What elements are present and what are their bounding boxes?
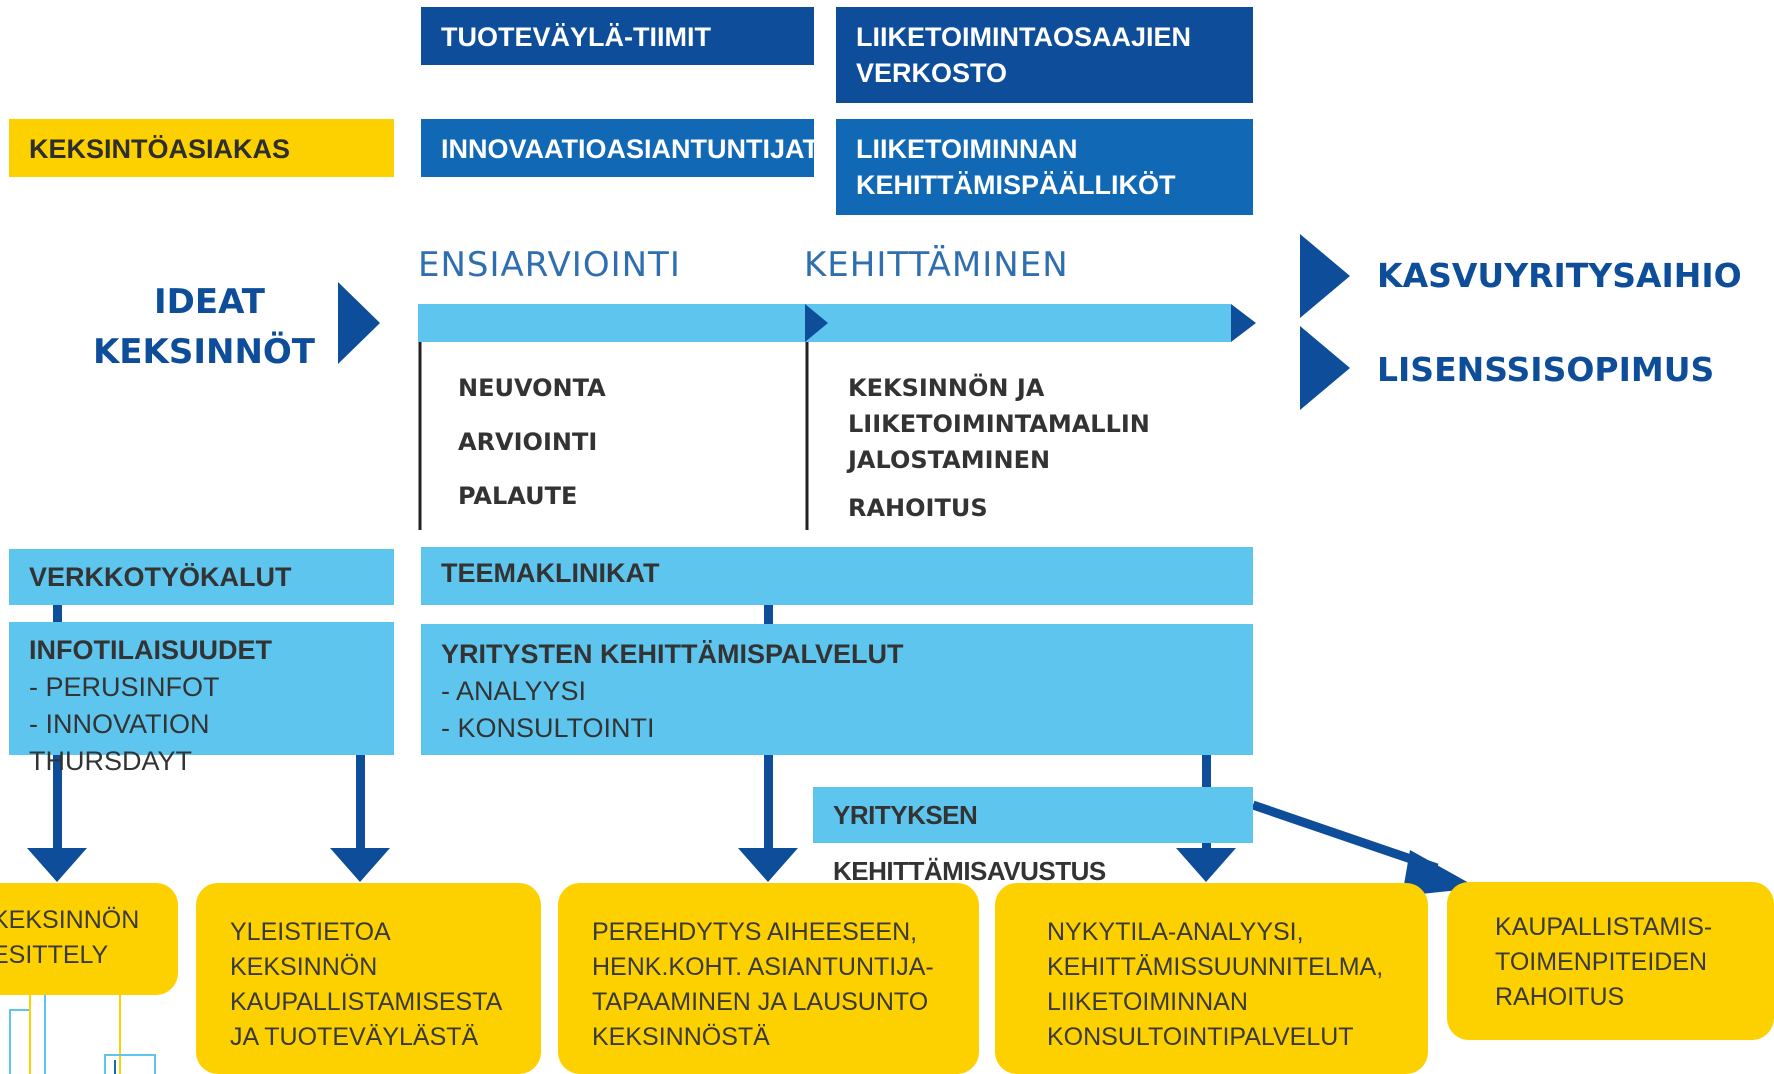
ideas-label: IDEAT KEKSINNÖT — [80, 277, 315, 377]
outcome-kasvuyritysaihio: KASVUYRITYSAIHIO — [1377, 256, 1742, 295]
task-line-1: KEKSINNÖN JA — [848, 374, 1045, 402]
kehittamispaallikot-box: LIIKETOIMINNAN KEHITTÄMISPÄÄLLIKÖT — [836, 119, 1253, 215]
bubble-esittely-line-1: KEKSINNÖN — [0, 906, 140, 934]
decorative-lines — [9, 960, 156, 1074]
liiketoimintaosaajien-line-1: LIIKETOIMINTAOSAAJIEN — [856, 22, 1192, 52]
bubble-kaupallistamis-line-3: RAHOITUS — [1495, 983, 1625, 1011]
outcome-arrow-2 — [1300, 326, 1350, 410]
bubble-perehdytys-line-2: HENK.KOHT. ASIANTUNTIJA- — [592, 953, 934, 981]
task-palaute: PALAUTE — [458, 482, 578, 510]
verkkotyokalut-box: VERKKOTYÖKALUT — [9, 549, 394, 605]
process-bar — [418, 304, 1256, 530]
ideas-line-1: IDEAT — [154, 282, 265, 322]
infotilaisuudet-box: INFOTILAISUUDET - PERUSINFOT - INNOVATIO… — [9, 622, 394, 776]
phase-kehittaminen: KEHITTÄMINEN — [804, 245, 1069, 285]
bubble-perehdytys-line-4: KEKSINNÖSTÄ — [592, 1023, 770, 1051]
bubble-yleistietoa-line-1: YLEISTIETOA — [230, 918, 391, 946]
kehittamisavustus-box: YRITYKSEN KEHITTÄMISAVUSTUS — [813, 787, 1253, 886]
bubble-kaupallistamis-line-2: TOIMENPITEIDEN — [1495, 948, 1708, 976]
bubble-yleistietoa-line-2: KEKSINNÖN — [230, 953, 378, 981]
tuotevayla-tiimit-box: TUOTEVÄYLÄ-TIIMIT — [421, 7, 814, 65]
task-line-3: JALOSTAMINEN — [848, 446, 1051, 474]
kehittamispalvelut-item-1: - ANALYYSI — [441, 676, 587, 706]
bubble-nykytila: NYKYTILA-ANALYYSI, KEHITTÄMISSUUNNITELMA… — [995, 883, 1428, 1074]
teemaklinikat-label: TEEMAKLINIKAT — [441, 558, 660, 588]
kehittamispalvelut-item-2: - KONSULTOINTI — [441, 713, 655, 743]
outcome-lisenssisopimus: LISENSSISOPIMUS — [1377, 350, 1715, 389]
bubble-perehdytys: PEREHDYTYS AIHEESEEN, HENK.KOHT. ASIANTU… — [558, 883, 979, 1074]
kehittamispalvelut-box: YRITYSTEN KEHITTÄMISPALVELUT - ANALYYSI … — [421, 624, 1253, 755]
bubble-kaupallistamis: KAUPALLISTAMIS- TOIMENPITEIDEN RAHOITUS — [1447, 882, 1774, 1040]
bubble-yleistietoa-line-4: JA TUOTEVÄYLÄSTÄ — [230, 1023, 479, 1051]
bubble-nykytila-line-3: LIIKETOIMINNAN — [1047, 988, 1248, 1016]
bubble-kaupallistamis-line-1: KAUPALLISTAMIS- — [1495, 913, 1713, 941]
bubble-nykytila-line-4: KONSULTOINTIPALVELUT — [1047, 1023, 1354, 1051]
task-rahoitus: RAHOITUS — [848, 494, 988, 522]
ideas-line-2: KEKSINNÖT — [92, 332, 315, 372]
bubble-yleistietoa: YLEISTIETOA KEKSINNÖN KAUPALLISTAMISESTA… — [196, 883, 541, 1074]
task-arviointi: ARVIOINTI — [458, 428, 598, 456]
keksintoasiakas-box: KEKSINTÖASIAKAS — [9, 119, 394, 177]
bubble-perehdytys-line-1: PEREHDYTYS AIHEESEEN, — [592, 918, 918, 946]
infotilaisuudet-item-1: - PERUSINFOT — [29, 672, 220, 702]
bubble-yleistietoa-line-3: KAUPALLISTAMISESTA — [230, 988, 503, 1016]
bubble-nykytila-line-1: NYKYTILA-ANALYYSI, — [1047, 918, 1304, 946]
kehittamispalvelut-title: YRITYSTEN KEHITTÄMISPALVELUT — [441, 639, 904, 669]
second-phase-tasks: KEKSINNÖN JA LIIKETOIMINTAMALLIN JALOSTA… — [848, 370, 1150, 526]
task-line-2: LIIKETOIMINTAMALLIN — [848, 410, 1150, 438]
bubble-esittely-line-2: ESITTELY — [0, 941, 109, 969]
innovaatioasiantuntijat-box: INNOVAATIOASIANTUNTIJAT — [421, 119, 819, 177]
bubble-nykytila-line-2: KEHITTÄMISSUUNNITELMA, — [1047, 953, 1384, 981]
phase-ensiarviointi: ENSIARVIOINTI — [418, 245, 681, 285]
infotilaisuudet-item-2: - INNOVATION THURSDAYT — [29, 709, 210, 776]
liiketoimintaosaajien-verkosto-box: LIIKETOIMINTAOSAAJIEN VERKOSTO — [836, 7, 1253, 103]
outcome-arrow-1 — [1300, 234, 1350, 318]
ideas-arrow — [338, 282, 380, 364]
teemaklinikat-box: TEEMAKLINIKAT — [421, 547, 1253, 605]
kehittamispaallikot-line-2: KEHITTÄMISPÄÄLLIKÖT — [856, 170, 1176, 200]
tuotevayla-tiimit-label: TUOTEVÄYLÄ-TIIMIT — [441, 22, 711, 52]
bubble-perehdytys-line-3: TAPAAMINEN JA LAUSUNTO — [592, 988, 929, 1016]
infotilaisuudet-title: INFOTILAISUUDET — [29, 635, 272, 665]
kehittamisavustus-label: YRITYKSEN KEHITTÄMISAVUSTUS — [833, 800, 1106, 886]
keksintoasiakas-label: KEKSINTÖASIAKAS — [29, 134, 291, 164]
kehittamispaallikot-line-1: LIIKETOIMINNAN — [856, 134, 1078, 164]
bubble-esittely: KEKSINNÖN ESITTELY — [0, 883, 178, 995]
innovaatioasiantuntijat-label: INNOVAATIOASIANTUNTIJAT — [441, 134, 819, 164]
first-phase-tasks: NEUVONTA ARVIOINTI PALAUTE — [458, 370, 606, 514]
verkkotyokalut-label: VERKKOTYÖKALUT — [29, 562, 292, 592]
liiketoimintaosaajien-line-2: VERKOSTO — [856, 58, 1008, 88]
task-neuvonta: NEUVONTA — [458, 374, 606, 402]
